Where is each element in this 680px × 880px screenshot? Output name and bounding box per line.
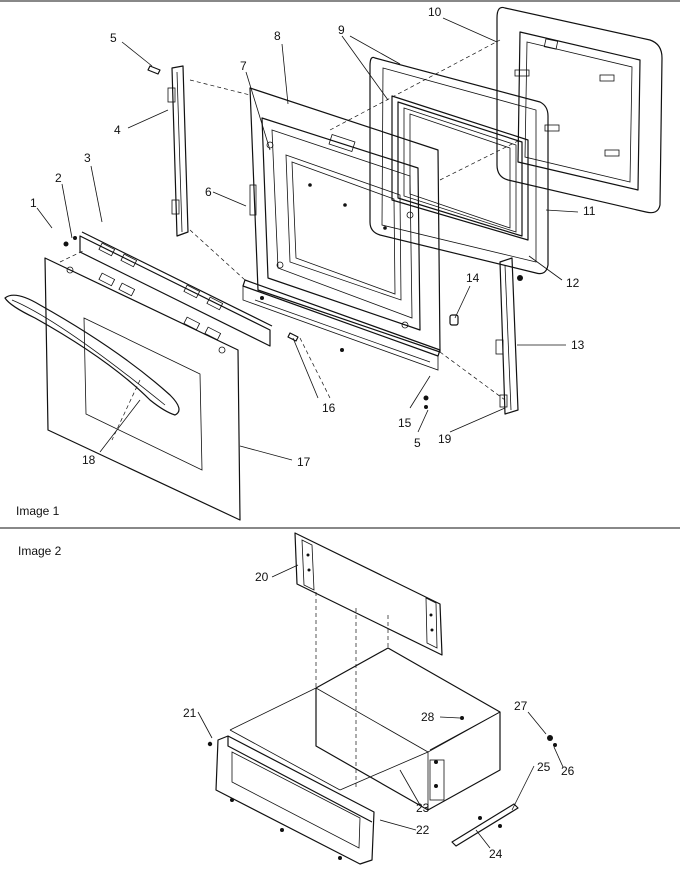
callout-19: 19 [438,432,452,446]
callout-5-bottom: 5 [414,436,421,450]
alignment-lines [59,39,521,441]
callout-21: 21 [183,706,197,720]
callout-20: 20 [255,570,269,584]
callout-4: 4 [114,123,121,137]
callout-16: 16 [322,401,336,415]
part-3-vent-channel [79,231,273,347]
callout-9: 9 [338,23,345,37]
callout-12: 12 [566,276,580,290]
part-17-outer-panel [44,257,241,521]
callout-8: 8 [274,29,281,43]
part-9-glass-panels [391,95,529,241]
small-fasteners [63,65,523,409]
callout-26: 26 [561,764,575,778]
callout-15: 15 [398,416,412,430]
part-13-right-rail [495,257,519,415]
image2-caption: Image 2 [18,544,62,558]
part-18-handle [4,294,180,416]
callout-14: 14 [466,271,480,285]
callout-22: 22 [416,823,430,837]
image2-drawer-assembly: 20 21 22 23 24 25 26 27 28 [183,532,575,865]
callout-6: 6 [205,185,212,199]
callout-13: 13 [571,338,585,352]
image1-caption: Image 1 [16,504,60,518]
image1-leaders [36,17,579,461]
part-22-drawer-front [215,735,375,865]
part-11-gasket [369,56,549,275]
part-23-drawer-box [229,592,501,811]
callout-25: 25 [537,760,551,774]
callout-23: 23 [416,801,430,815]
callout-18: 18 [82,453,96,467]
callout-2: 2 [55,171,62,185]
part-20-back-panel [294,532,443,656]
image1-door-assembly: 1 2 3 4 5 6 7 8 9 10 11 12 13 14 15 16 1… [4,5,663,521]
part-4-left-rail [167,65,189,237]
callout-24: 24 [489,847,503,861]
callout-5-top: 5 [110,31,117,45]
callout-7: 7 [240,59,247,73]
part-10-frame [496,6,663,214]
callout-27: 27 [514,699,528,713]
callout-28: 28 [421,710,435,724]
part-24-glide-rail [429,711,519,847]
drawer-fasteners [207,716,557,860]
callout-10: 10 [428,5,442,19]
callout-1: 1 [30,196,37,210]
callout-11: 11 [583,204,596,218]
part-15-bottom-channel [242,279,441,371]
image2-leaders [197,564,564,849]
callout-3: 3 [84,151,91,165]
callout-17: 17 [297,455,311,469]
